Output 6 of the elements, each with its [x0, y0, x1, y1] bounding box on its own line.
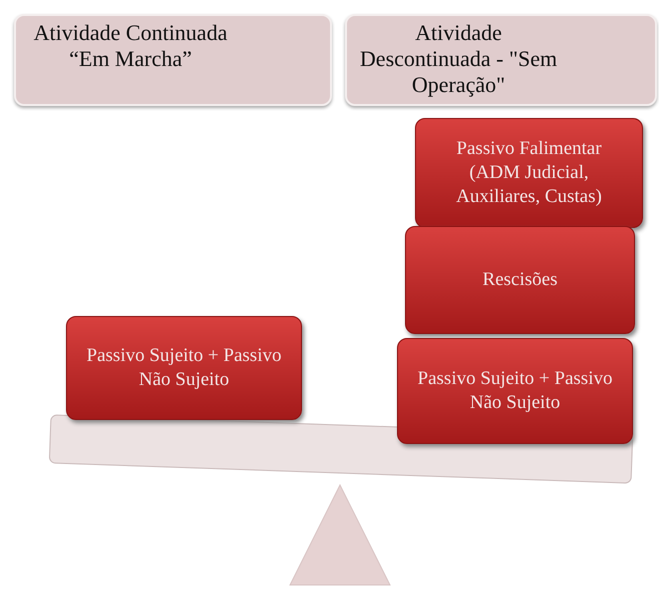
liability-block: Passivo Falimentar (ADM Judicial, Auxiliares, Custas)	[415, 118, 643, 228]
heading-box: Atividade Continuada “Em Marcha”	[14, 14, 332, 106]
liability-block: Passivo Sujeito + Passivo Não Sujeito	[397, 338, 633, 444]
liability-block: Passivo Sujeito + Passivo Não Sujeito	[66, 316, 302, 420]
liability-block: Rescisões	[405, 226, 635, 334]
heading-box: Atividade Descontinuada - "Sem Operação"	[345, 14, 657, 106]
